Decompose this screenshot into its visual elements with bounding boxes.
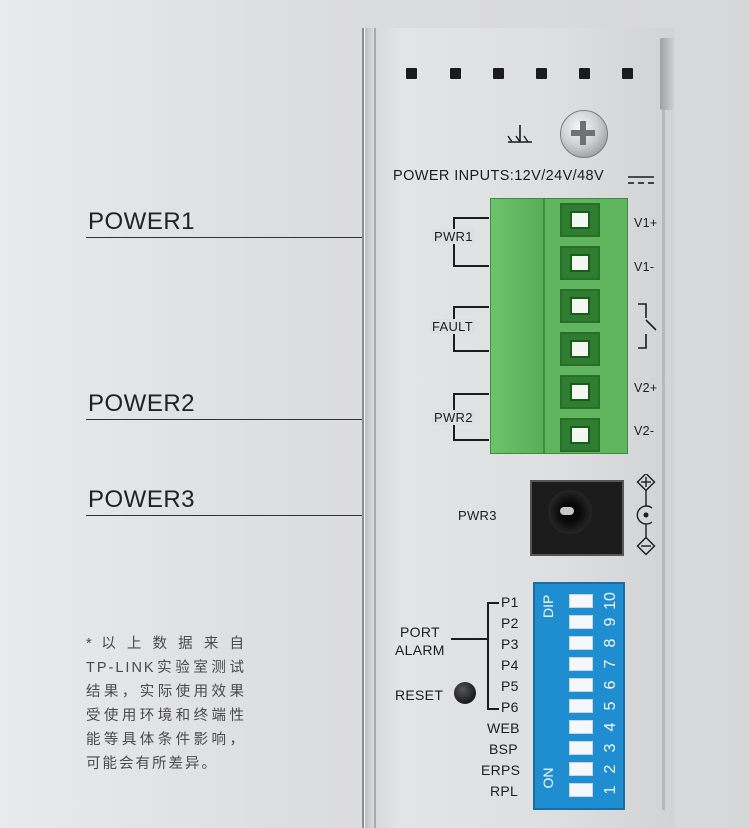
vent-hole [536, 68, 547, 79]
dip-number-6: 6 [602, 680, 619, 690]
dip-label-rpl: RPL [490, 783, 519, 799]
port-alarm-label-line1: PORT [400, 624, 440, 640]
dip-switch-4[interactable] [569, 720, 593, 734]
power3-leader-line [86, 515, 422, 516]
terminal-slot[interactable] [560, 332, 600, 366]
dip-switch-10[interactable] [569, 594, 593, 608]
power1-leader-line [86, 237, 428, 238]
vent-hole [450, 68, 461, 79]
terminal-slot[interactable] [560, 246, 600, 280]
power2-label: POWER2 [88, 390, 196, 417]
dip-number-3: 3 [602, 743, 619, 753]
vent-hole [493, 68, 504, 79]
pwr3-label: PWR3 [458, 508, 497, 523]
dip-switch-8[interactable] [569, 636, 593, 650]
terminal-slot[interactable] [560, 375, 600, 409]
ground-icon [507, 125, 532, 143]
dip-number-9: 9 [602, 617, 619, 627]
power3-label: POWER3 [88, 486, 196, 513]
dip-label-p6: P6 [501, 699, 519, 715]
device-panel-edge [374, 28, 376, 828]
power2-leader-line [86, 419, 428, 420]
dip-on-label: ON [540, 767, 556, 789]
terminal-slot[interactable] [560, 289, 600, 323]
reset-label: RESET [395, 687, 444, 703]
dip-number-7: 7 [602, 659, 619, 669]
dip-label-bsp: BSP [489, 741, 518, 757]
dip-switch-6[interactable] [569, 678, 593, 692]
fault-label: FAULT [430, 319, 475, 334]
power1-label: POWER1 [88, 208, 196, 235]
dip-switch-5[interactable] [569, 699, 593, 713]
terminal-slot[interactable] [560, 203, 600, 237]
terminal-label-v2-minus: V2- [634, 424, 655, 438]
dip-label-p5: P5 [501, 678, 519, 694]
dip-label-erps: ERPS [481, 762, 521, 778]
dip-number-10: 10 [602, 592, 619, 610]
pwr2-label: PWR2 [432, 410, 475, 425]
dc-polarity-icon [636, 474, 656, 556]
disclaimer-text: * 以 上 数 据 来 自 TP-LINK实验室测试结果，实际使用效果受使用环境… [86, 636, 246, 772]
dc-jack-pin [560, 507, 574, 515]
port-alarm-bracket [487, 602, 499, 710]
screw-cross-icon [571, 121, 595, 145]
dip-label-p4: P4 [501, 657, 519, 673]
dip-switch-3[interactable] [569, 741, 593, 755]
dip-number-1: 1 [602, 785, 619, 795]
dip-number-2: 2 [602, 764, 619, 774]
vent-hole [406, 68, 417, 79]
power-inputs-label: POWER INPUTS:12V/24V/48V [393, 168, 605, 184]
dip-number-4: 4 [602, 722, 619, 732]
pwr1-label: PWR1 [432, 229, 475, 244]
terminal-label-v1-plus: V1+ [634, 216, 658, 230]
dip-switch-9[interactable] [569, 615, 593, 629]
dip-switch-1[interactable] [569, 783, 593, 797]
dip-label-p3: P3 [501, 636, 519, 652]
terminal-label-v2-plus: V2+ [634, 381, 658, 395]
device-side-edge [662, 110, 665, 810]
vent-hole [579, 68, 590, 79]
dip-label-p1: P1 [501, 594, 519, 610]
port-alarm-connector [451, 638, 487, 640]
dip-label-web: WEB [487, 720, 520, 736]
dip-switch-2[interactable] [569, 762, 593, 776]
din-rail-clip [660, 38, 674, 110]
port-alarm-label-line2: ALARM [395, 642, 445, 658]
dip-number-5: 5 [602, 701, 619, 711]
dip-switch-7[interactable] [569, 657, 593, 671]
dip-title: DIP [540, 594, 556, 618]
vent-hole [622, 68, 633, 79]
power-terminal-block[interactable] [490, 198, 628, 454]
terminal-slot[interactable] [560, 418, 600, 452]
dip-label-p2: P2 [501, 615, 519, 631]
dip-number-8: 8 [602, 638, 619, 648]
relay-contact-icon [638, 303, 657, 349]
dc-symbol-icon [628, 176, 654, 184]
terminal-label-v1-minus: V1- [634, 260, 655, 274]
terminal-block-body [491, 199, 545, 453]
reset-button[interactable] [454, 682, 476, 704]
